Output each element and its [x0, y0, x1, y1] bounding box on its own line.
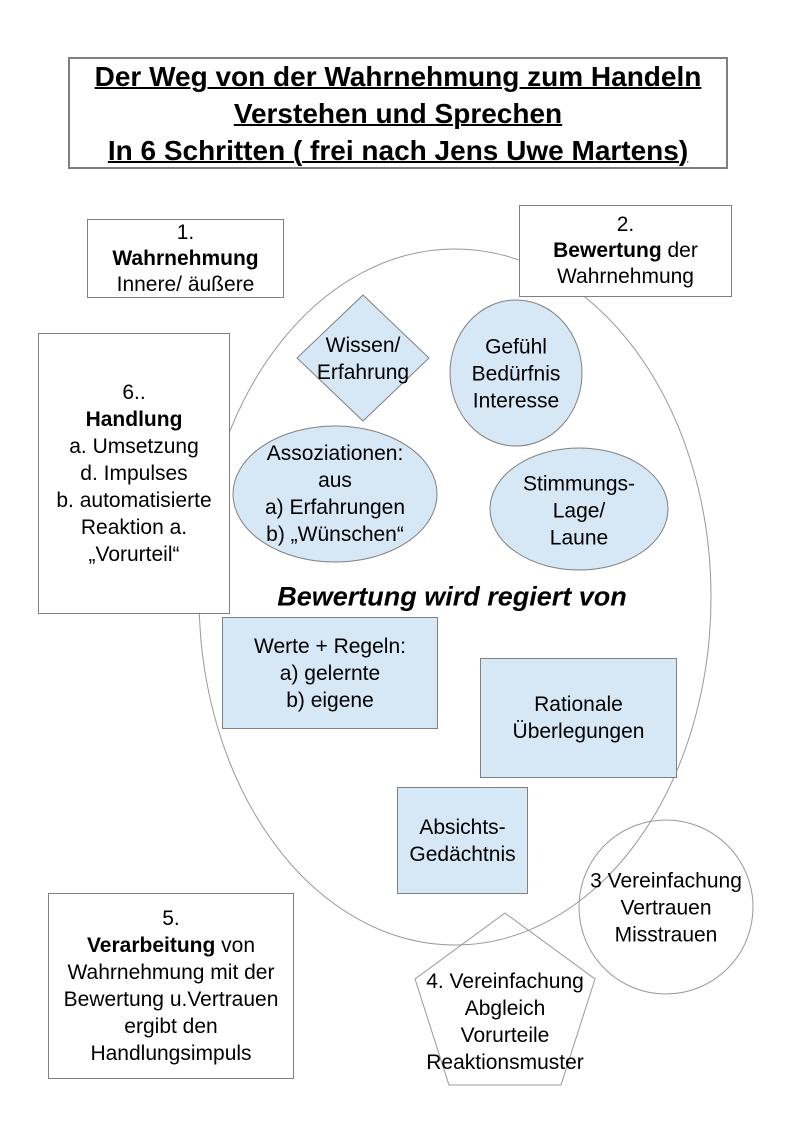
- step5-keyword-line: Verarbeitung von: [49, 932, 293, 959]
- associations-line-3: a) Erfahrungen: [264, 496, 406, 519]
- feeling-line-1: Gefühl: [485, 335, 547, 359]
- step5-line-5: ergibt den: [124, 1015, 218, 1038]
- trust-circle-shape: [578, 819, 754, 995]
- values-line-2: a) gelernte: [279, 661, 381, 685]
- intention-memory-box: Absichts- Gedächtnis: [397, 787, 528, 894]
- intention-line-2: Gedächtnis: [409, 842, 516, 866]
- step6-action-box: 6.. Handlung a. Umsetzung d. Impulses b.…: [38, 333, 230, 614]
- step2-keyword: Bewertung: [553, 239, 662, 262]
- title-line-2: Verstehen und Sprechen: [233, 97, 563, 129]
- circle-line-3: Misstrauen: [614, 923, 718, 947]
- step5-keyword: Verarbeitung: [86, 934, 216, 957]
- associations-ellipse-shape: [232, 425, 438, 563]
- simplification-pentagon-label: 4. Vereinfachung Abgleich Vorurteile Rea…: [426, 968, 584, 1076]
- step2-detail: Wahrnehmung: [557, 265, 694, 288]
- feeling-line-2: Bedürfnis: [471, 362, 561, 386]
- knowledge-diamond-shape: [296, 294, 430, 422]
- step6-keyword: Handlung: [85, 408, 183, 431]
- step6-line-reaction: Reaktion a.: [80, 516, 188, 539]
- step6-line-d: d. Impulses: [80, 462, 188, 485]
- mood-line-1: Stimmungs-: [522, 472, 636, 496]
- step5-line-6: Handlungsimpuls: [90, 1042, 252, 1065]
- feeling-ellipse-label: Gefühl Bedürfnis Interesse: [472, 334, 561, 415]
- step2-keyword-rest: der: [661, 239, 698, 262]
- step6-line-b: b. automatisierte: [56, 489, 212, 512]
- step1-perception-box: 1. Wahrnehmung Innere/ äußere: [87, 219, 284, 298]
- step2-keyword-line: Bewertung der: [520, 238, 731, 264]
- diamond-line-1: Wissen/: [325, 334, 401, 357]
- step6-line-a: a. Umsetzung: [69, 435, 199, 458]
- knowledge-diamond-label: Wissen/ Erfahrung: [317, 332, 409, 386]
- values-line-1: Werte + Regeln:: [254, 634, 406, 658]
- intention-line-1: Absichts-: [419, 815, 506, 839]
- feeling-line-3: Interesse: [472, 389, 560, 413]
- rational-line-2: Überlegungen: [512, 720, 645, 743]
- step2-number: 2.: [616, 213, 635, 236]
- step5-line-4: Bewertung u.Vertrauen: [63, 988, 279, 1011]
- step6-number: 6..: [122, 381, 146, 404]
- step2-evaluation-box: 2. Bewertung der Wahrnehmung: [519, 205, 732, 297]
- pentagon-line-3: Vorurteile: [460, 1024, 550, 1047]
- associations-line-2: aus: [318, 469, 352, 492]
- pentagon-line-1: 4. Vereinfachung: [426, 970, 584, 993]
- rational-considerations-box: Rationale Überlegungen: [480, 658, 677, 778]
- mood-ellipse-shape: [489, 447, 669, 571]
- associations-line-1: Assoziationen:: [266, 442, 404, 465]
- center-caption: Bewertung wird regiert von: [277, 581, 627, 612]
- step5-keyword-rest: von: [215, 934, 256, 957]
- values-line-3: b) eigene: [286, 688, 374, 712]
- mood-ellipse-label: Stimmungs- Lage/ Laune: [523, 471, 635, 552]
- step1-number: 1.: [176, 220, 195, 244]
- associations-ellipse-label: Assoziationen: aus a) Erfahrungen b) „Wü…: [265, 440, 405, 548]
- title-box: Der Weg von der Wahrnehmung zum Handeln …: [68, 57, 728, 169]
- feeling-ellipse-shape: [449, 299, 583, 447]
- step6-line-prejudice: „Vorurteil“: [88, 543, 180, 566]
- circle-line-2: Vertrauen: [620, 896, 712, 920]
- title-line-3: In 6 Schritten ( frei nach Jens Uwe Mart…: [107, 134, 689, 166]
- pentagon-line-4: Reaktionsmuster: [426, 1051, 584, 1074]
- title-line-1: Der Weg von der Wahrnehmung zum Handeln: [94, 60, 702, 92]
- step5-number: 5.: [162, 907, 180, 930]
- associations-line-4: b) „Wünschen“: [266, 523, 404, 546]
- step5-processing-box: 5. Verarbeitung von Wahrnehmung mit der …: [48, 893, 294, 1079]
- mood-line-2: Lage/: [552, 499, 606, 523]
- step5-line-3: Wahrnehmung mit der: [67, 961, 275, 984]
- simplification-pentagon-shape: [414, 912, 596, 1086]
- pentagon-line-2: Abgleich: [464, 997, 546, 1020]
- diamond-line-2: Erfahrung: [316, 361, 410, 384]
- step1-detail: Innere/ äußere: [116, 272, 255, 296]
- step1-keyword: Wahrnehmung: [112, 246, 259, 270]
- values-rules-box: Werte + Regeln: a) gelernte b) eigene: [222, 617, 438, 729]
- trust-circle-label: 3 Vereinfachung Vertrauen Misstrauen: [590, 868, 742, 949]
- mood-line-3: Laune: [549, 526, 609, 550]
- circle-line-1: 3 Vereinfachung: [590, 869, 742, 893]
- rational-line-1: Rationale: [534, 693, 623, 716]
